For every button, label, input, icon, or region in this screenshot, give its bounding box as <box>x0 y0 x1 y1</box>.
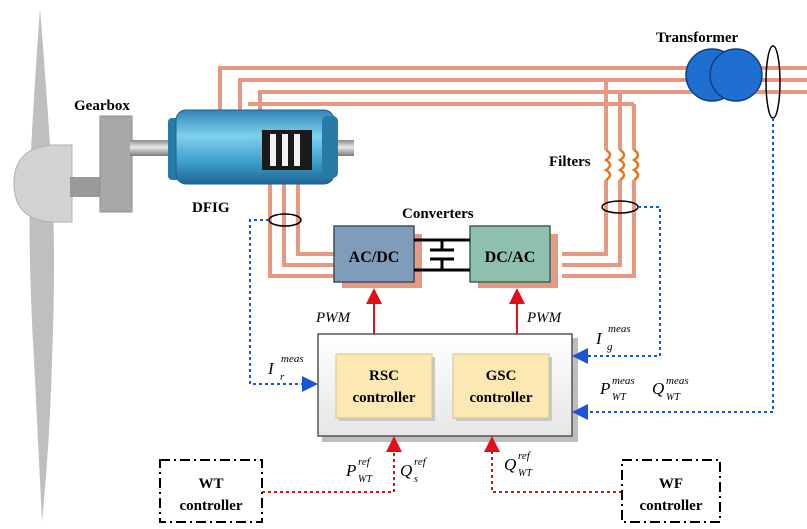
rsc-label: RSC <box>369 368 399 384</box>
svg-text:WT: WT <box>612 392 627 403</box>
gearbox-label: Gearbox <box>74 98 130 114</box>
wt-controller-box <box>159 459 263 523</box>
wf-controller-box <box>621 459 721 523</box>
svg-text:I: I <box>595 329 603 348</box>
gsc-controller <box>452 353 550 419</box>
acdc-label: AC/DC <box>349 249 400 266</box>
svg-text:ref: ref <box>414 456 428 468</box>
drivetrain <box>70 115 174 213</box>
rsc-controller <box>335 353 433 419</box>
wt-controller-label: controller <box>179 498 242 514</box>
turbine-rotor <box>13 8 73 522</box>
gsc-label: GSC <box>486 368 517 384</box>
svg-text:meas: meas <box>281 353 304 365</box>
signal-pwt-ref: P ref WT <box>345 456 373 485</box>
pwm-label-rsc: PWM <box>315 310 352 326</box>
signal-ig: I meas g <box>595 323 631 353</box>
high-speed-shaft <box>130 140 174 156</box>
svg-text:WT: WT <box>666 392 681 403</box>
svg-text:meas: meas <box>612 375 635 387</box>
signal-ir: I meas r <box>267 353 304 383</box>
signal-qwt-ref: Q ref WT <box>504 450 533 479</box>
dfig-label: DFIG <box>192 200 230 216</box>
svg-text:P: P <box>599 379 610 398</box>
dfig-generator <box>168 109 354 185</box>
filter-coils <box>603 148 640 182</box>
dcac-converter <box>469 225 551 283</box>
gsc-controller-label: controller <box>469 390 532 406</box>
wt-label: WT <box>198 476 223 492</box>
rsc-controller-label: controller <box>352 390 415 406</box>
ig-meas-line <box>572 206 661 364</box>
signal-pwt-meas: P meas WT <box>599 375 635 403</box>
svg-text:WT: WT <box>518 468 533 479</box>
svg-text:Q: Q <box>504 455 516 474</box>
acdc-converter <box>333 225 415 283</box>
svg-text:r: r <box>280 371 285 383</box>
dc-link <box>414 238 470 272</box>
converters-label: Converters <box>402 206 474 222</box>
wf-label: WF <box>659 476 683 492</box>
controller-panel <box>317 333 578 442</box>
svg-text:s: s <box>414 474 418 485</box>
dcac-label: DC/AC <box>485 249 536 266</box>
hub <box>13 144 73 223</box>
pwm-label-gsc: PWM <box>526 310 563 326</box>
wt-meas-line <box>572 118 774 420</box>
svg-text:I: I <box>267 359 275 378</box>
transformer <box>685 45 781 119</box>
svg-text:meas: meas <box>666 375 689 387</box>
svg-text:ref: ref <box>358 456 372 468</box>
blade <box>29 8 54 522</box>
svg-text:P: P <box>345 461 356 480</box>
wf-ref-line <box>484 436 622 493</box>
signal-qwt-meas: Q meas WT <box>652 375 689 403</box>
wt-ref-line <box>262 436 402 493</box>
svg-text:ref: ref <box>518 450 532 462</box>
filters-label: Filters <box>549 154 591 170</box>
svg-text:WT: WT <box>358 474 373 485</box>
svg-text:Q: Q <box>400 461 412 480</box>
gearbox-body <box>99 115 133 213</box>
transformer-label: Transformer <box>656 30 739 46</box>
svg-text:meas: meas <box>608 323 631 335</box>
converters <box>333 225 551 283</box>
wf-controller-label: controller <box>639 498 702 514</box>
low-speed-shaft <box>70 177 102 197</box>
svg-text:g: g <box>607 341 613 353</box>
signal-qs-ref: Q ref s <box>400 456 428 485</box>
svg-text:Q: Q <box>652 379 664 398</box>
